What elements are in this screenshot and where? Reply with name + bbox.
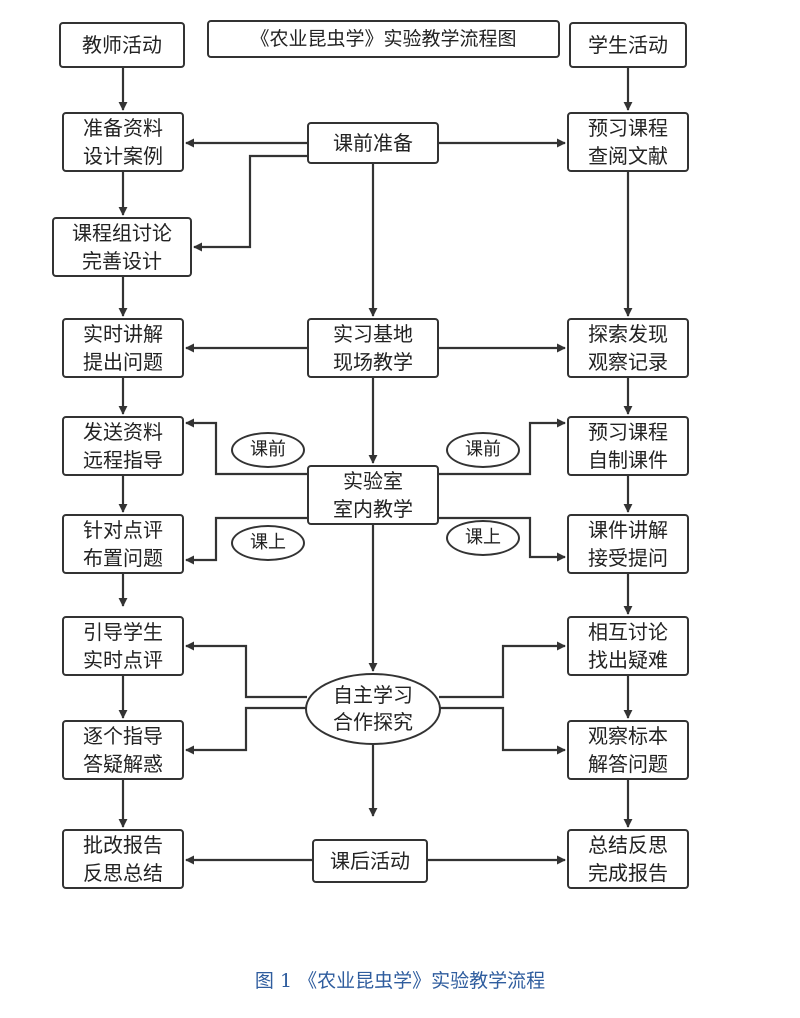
teacher-step-7: 逐个指导 答疑解惑 [62, 720, 184, 780]
badge-right-in-class: 课上 [446, 520, 520, 556]
badge-left-in-class: 课上 [231, 525, 305, 561]
connector-arrow-22 [193, 154, 307, 252]
teacher-step-5: 针对点评 布置问题 [62, 514, 184, 574]
pre-class-preparation: 课前准备 [307, 122, 439, 164]
connector-arrow-28 [439, 516, 566, 562]
field-base-teaching: 实习基地 现场教学 [307, 318, 439, 378]
badge-left-before-class: 课前 [231, 432, 305, 468]
student-step-3: 预习课程 自制课件 [567, 416, 689, 476]
connector-arrow-31 [439, 641, 566, 699]
teacher-step-3: 实时讲解 提出问题 [62, 318, 184, 378]
teacher-activity-header: 教师活动 [59, 22, 185, 68]
connector-arrow-25 [185, 418, 307, 476]
teacher-step-6: 引导学生 实时点评 [62, 616, 184, 676]
connector-arrow-30 [185, 706, 307, 755]
student-step-1: 预习课程 查阅文献 [567, 112, 689, 172]
student-step-4: 课件讲解 接受提问 [567, 514, 689, 574]
self-study-cooperative-inquiry: 自主学习 合作探究 [305, 673, 441, 745]
student-step-2: 探索发现 观察记录 [567, 318, 689, 378]
student-step-5: 相互讨论 找出疑难 [567, 616, 689, 676]
chart-title: 《农业昆虫学》实验教学流程图 [207, 20, 560, 58]
connector-arrow-27 [185, 516, 307, 565]
figure-caption: 图 1 《农业昆虫学》实验教学流程 [254, 970, 546, 992]
teacher-step-1: 准备资料 设计案例 [62, 112, 184, 172]
teacher-step-8: 批改报告 反思总结 [62, 829, 184, 889]
connector-arrow-32 [439, 706, 566, 755]
badge-right-before-class: 课前 [446, 432, 520, 468]
student-activity-header: 学生活动 [569, 22, 687, 68]
teacher-step-4: 发送资料 远程指导 [62, 416, 184, 476]
lab-indoor-teaching: 实验室 室内教学 [307, 465, 439, 525]
student-step-6: 观察标本 解答问题 [567, 720, 689, 780]
teacher-step-2: 课程组讨论 完善设计 [52, 217, 192, 277]
connector-arrow-26 [439, 418, 566, 476]
connector-arrow-29 [185, 641, 307, 699]
student-step-7: 总结反思 完成报告 [567, 829, 689, 889]
after-class-activity: 课后活动 [312, 839, 428, 883]
